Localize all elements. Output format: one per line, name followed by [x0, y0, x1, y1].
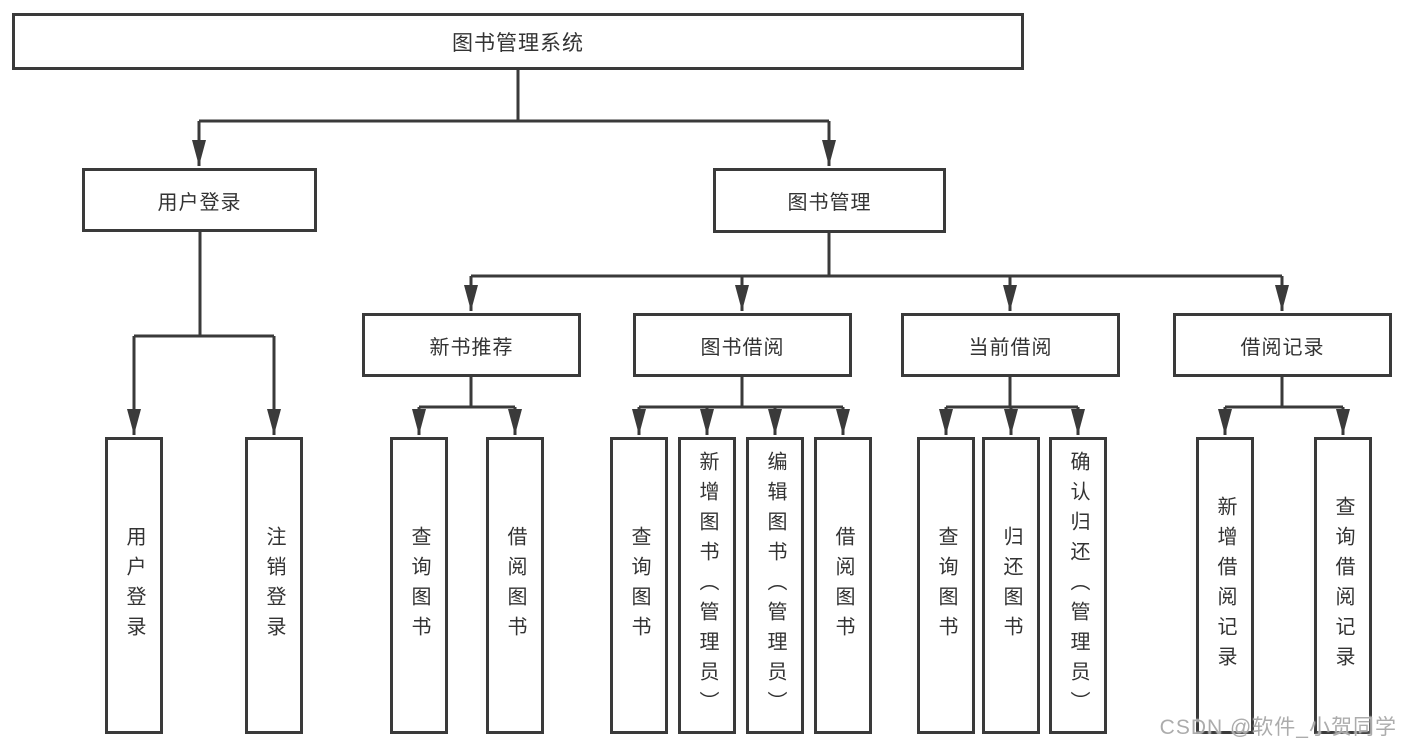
- leaf-borrow-books-recommend: 借阅图书: [486, 437, 544, 734]
- leaf-query-books-borrow: 查询图书: [610, 437, 668, 734]
- node-borrow-records: 借阅记录: [1173, 313, 1392, 377]
- connector-current-borrow-children: [939, 377, 1085, 435]
- leaf-query-borrow-record: 查询借阅记录: [1314, 437, 1372, 734]
- node-root: 图书管理系统: [12, 13, 1024, 70]
- connector-borrow-records-children: [1218, 377, 1350, 435]
- leaf-query-books-recommend: 查询图书: [390, 437, 448, 734]
- leaf-query-books-current: 查询图书: [917, 437, 975, 734]
- node-new-book-recommend: 新书推荐: [362, 313, 581, 377]
- node-user-login: 用户登录: [82, 168, 317, 232]
- csdn-watermark: CSDN @软件_小贺同学: [1159, 716, 1397, 739]
- leaf-logout: 注销登录: [245, 437, 303, 734]
- leaf-add-borrow-record: 新增借阅记录: [1196, 437, 1254, 734]
- leaf-add-book-admin: 新增图书（管理员）: [678, 437, 736, 734]
- connector-root-to-level1: [192, 70, 836, 166]
- connector-new-book-recommend-children: [412, 377, 522, 435]
- node-book-borrow: 图书借阅: [633, 313, 852, 377]
- node-book-management: 图书管理: [713, 168, 946, 233]
- connector-user-login-children: [127, 232, 281, 435]
- connector-book-management-children: [464, 233, 1289, 311]
- node-current-borrow: 当前借阅: [901, 313, 1120, 377]
- leaf-return-book: 归还图书: [982, 437, 1040, 734]
- leaf-user-login: 用户登录: [105, 437, 163, 734]
- connector-book-borrow-children: [632, 377, 850, 435]
- leaf-borrow-books-borrow: 借阅图书: [814, 437, 872, 734]
- leaf-edit-book-admin: 编辑图书（管理员）: [746, 437, 804, 734]
- leaf-confirm-return-admin: 确认归还（管理员）: [1049, 437, 1107, 734]
